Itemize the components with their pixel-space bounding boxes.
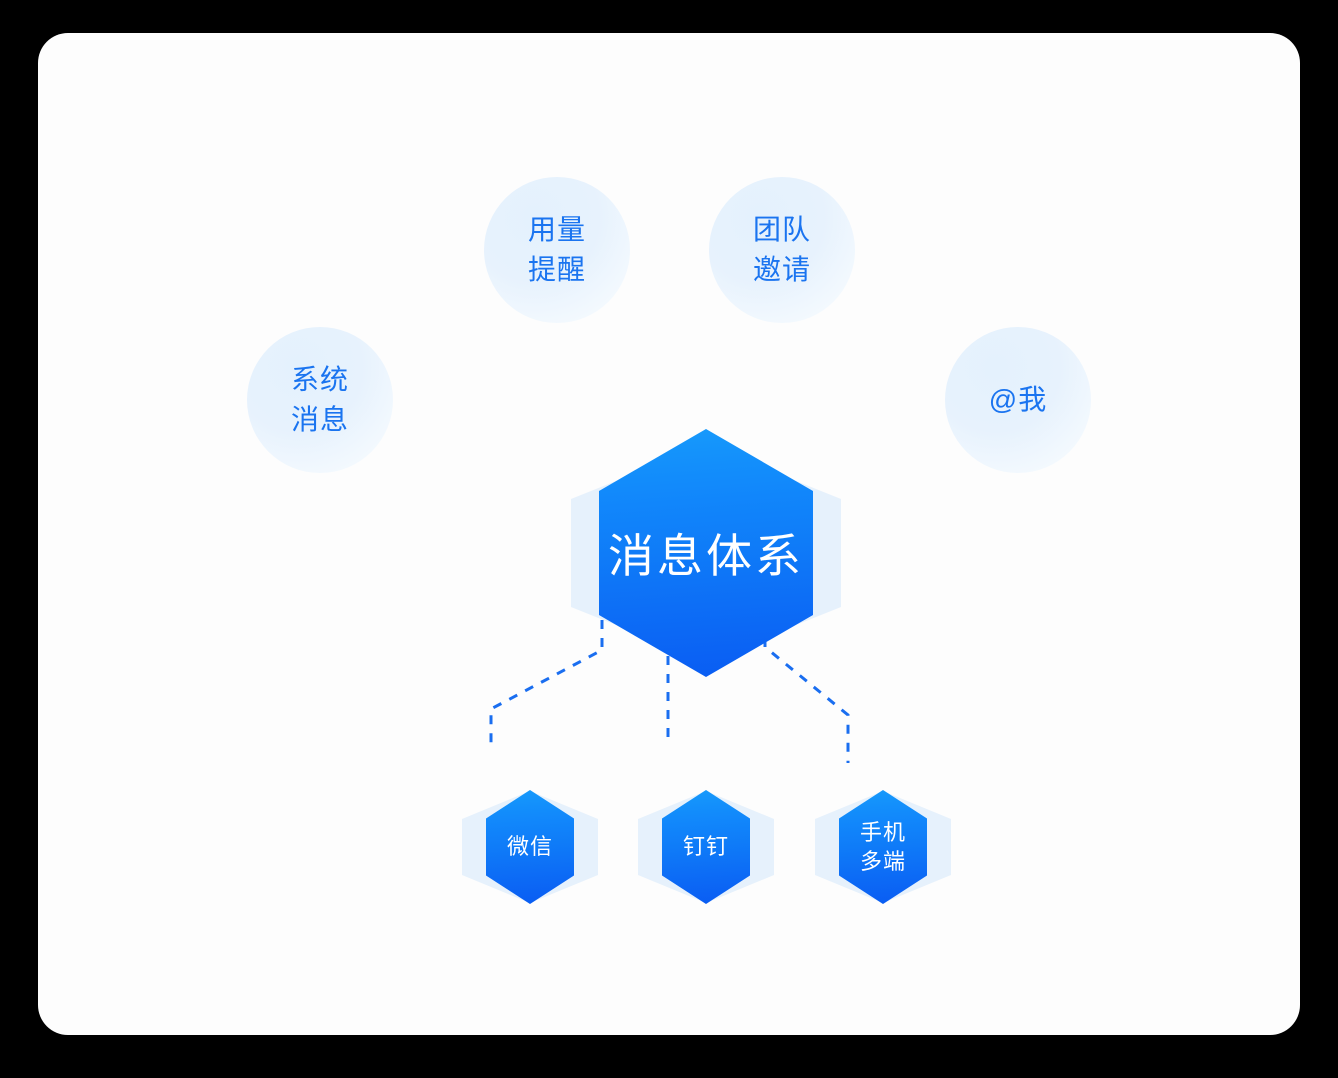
node-mention-me[interactable]: @我 xyxy=(945,327,1091,473)
node-message-system-label: 消息体系 xyxy=(608,530,804,582)
node-dingtalk-label: 钉钉 xyxy=(682,834,729,860)
diagram-card: 系统 消息 用量 提醒 团队 邀请 @我 消息体系 微信 xyxy=(38,33,1300,1035)
node-usage-reminder-line-1: 用量 xyxy=(527,214,586,246)
node-mobile-multi-end-line-1: 手机 xyxy=(859,819,906,845)
node-dingtalk[interactable]: 钉钉 xyxy=(638,780,774,914)
hexagon-core-wechat[interactable]: 微信 xyxy=(486,790,574,904)
hexagon-core-dingtalk[interactable]: 钉钉 xyxy=(662,790,750,904)
hexagon-core-center[interactable]: 消息体系 xyxy=(599,429,813,677)
node-wechat[interactable]: 微信 xyxy=(462,780,598,914)
node-wechat-label: 微信 xyxy=(506,834,553,860)
node-team-invite-line-2: 邀请 xyxy=(752,254,811,285)
node-usage-reminder-line-2: 提醒 xyxy=(527,254,586,285)
node-system-message-line-1: 系统 xyxy=(290,364,349,396)
node-mobile-multi-end[interactable]: 手机 多端 xyxy=(815,780,951,914)
node-mobile-multi-end-line-2: 多端 xyxy=(859,849,906,874)
node-team-invite[interactable]: 团队 邀请 xyxy=(709,177,855,323)
node-message-system[interactable]: 消息体系 xyxy=(571,429,841,677)
node-team-invite-line-1: 团队 xyxy=(752,214,811,246)
node-system-message[interactable]: 系统 消息 xyxy=(247,327,393,473)
node-system-message-line-2: 消息 xyxy=(290,404,349,435)
node-mention-me-line-1: @我 xyxy=(988,384,1048,416)
hexagon-core-mobile[interactable]: 手机 多端 xyxy=(839,790,927,904)
node-usage-reminder[interactable]: 用量 提醒 xyxy=(484,177,630,323)
